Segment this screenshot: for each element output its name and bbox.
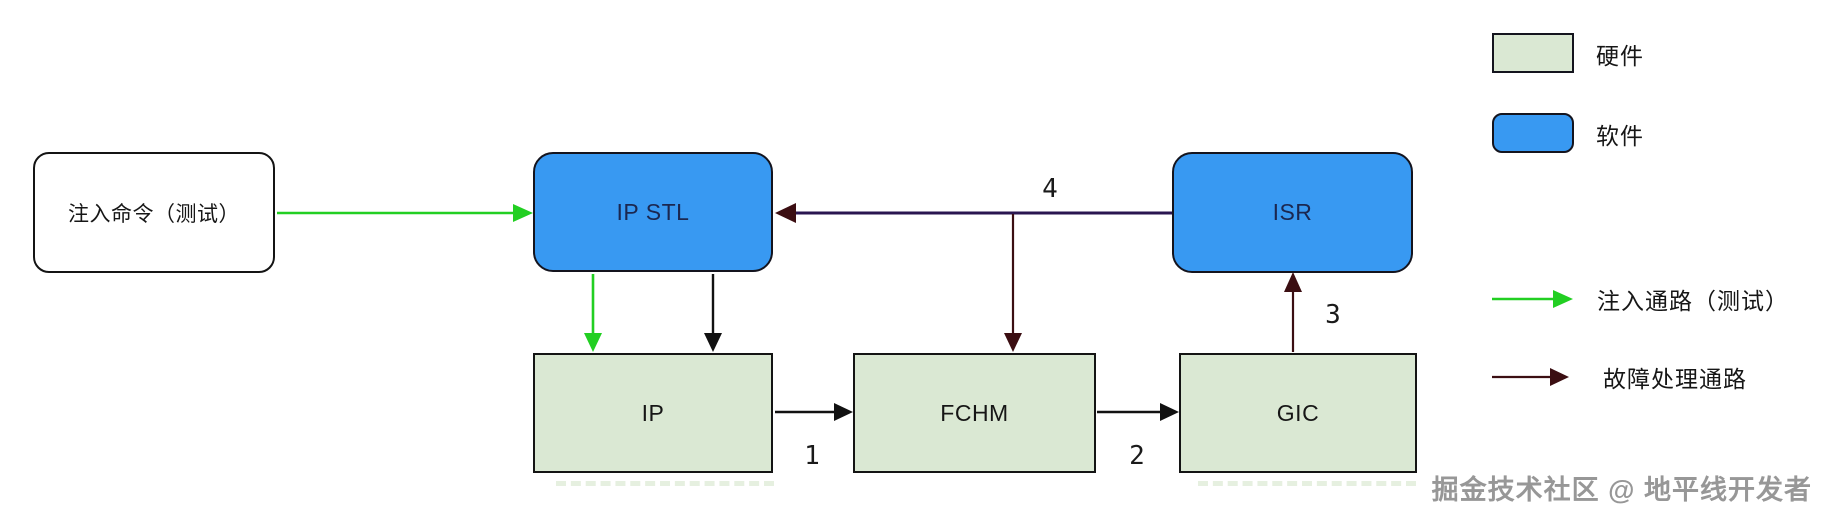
legend-hardware-swatch bbox=[1492, 33, 1574, 73]
edge-inject-to-ipstl bbox=[277, 204, 533, 222]
edge-ipstl-to-ip-black bbox=[704, 274, 722, 352]
node-fchm: FCHM bbox=[853, 353, 1096, 473]
node-fchm-label: FCHM bbox=[940, 399, 1009, 426]
edge-label-1: 1 bbox=[804, 441, 820, 471]
legend-hardware-label: 硬件 bbox=[1596, 43, 1644, 69]
legend-software-swatch bbox=[1492, 113, 1574, 153]
edge-branch-to-fchm bbox=[1004, 214, 1022, 352]
node-ip-stl-label: IP STL bbox=[616, 198, 690, 225]
node-ip: IP bbox=[533, 353, 773, 473]
edge-label-4: 4 bbox=[1042, 174, 1058, 204]
node-ip-label: IP bbox=[641, 399, 665, 426]
edge-label-3: 3 bbox=[1325, 300, 1341, 330]
edge-label-2: 2 bbox=[1129, 441, 1145, 471]
legend-inject-path-label: 注入通路（测试） bbox=[1597, 288, 1789, 314]
legend-inject-arrow bbox=[1492, 290, 1573, 308]
node-inject-command-label: 注入命令（测试） bbox=[68, 202, 240, 226]
node-isr: ISR bbox=[1172, 152, 1413, 273]
node-gic-label: GIC bbox=[1276, 399, 1320, 426]
edge-fchm-to-gic bbox=[1097, 403, 1179, 421]
node-gic: GIC bbox=[1179, 353, 1417, 473]
legend-fault-arrow bbox=[1492, 368, 1569, 386]
edge-isr-to-ipstl bbox=[775, 203, 1172, 223]
node-isr-label: ISR bbox=[1272, 199, 1313, 225]
edge-ipstl-to-ip-green bbox=[584, 274, 602, 352]
watermark: 掘金技术社区 @ 地平线开发者 bbox=[1431, 475, 1812, 505]
faded-dash-decoration bbox=[556, 481, 774, 486]
faded-dash-decoration bbox=[1198, 481, 1416, 486]
edge-ip-to-fchm bbox=[775, 403, 853, 421]
legend-software-label: 软件 bbox=[1596, 123, 1644, 149]
edge-gic-to-isr bbox=[1284, 272, 1302, 352]
node-inject-command: 注入命令（测试） bbox=[33, 152, 275, 273]
node-ip-stl: IP STL bbox=[533, 152, 773, 272]
legend-fault-path-label: 故障处理通路 bbox=[1603, 366, 1747, 392]
